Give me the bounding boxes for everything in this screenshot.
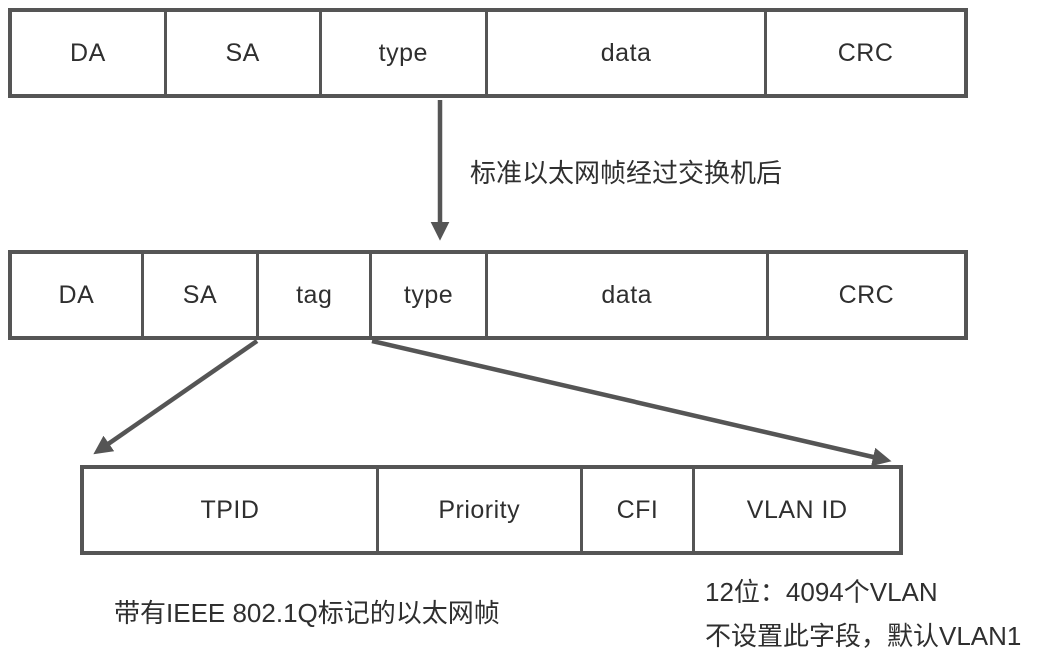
tag-field-cfi: CFI [583, 469, 696, 551]
frame1-field-crc: CRC [837, 38, 894, 67]
tag-field-priority: Priority [379, 469, 583, 551]
frame2-field-data: data [488, 254, 769, 336]
transition-label: 标准以太网帧经过交换机后 [470, 158, 783, 188]
tag-detail-box: TPID Priority CFI VLAN ID [80, 465, 903, 555]
frame2-field-crc: CRC [838, 280, 895, 309]
tagged-frame: DA SA tag type data CRC [8, 250, 968, 340]
tag-field-tpid: TPID [84, 469, 379, 551]
frame1-field-sa: SA [167, 12, 322, 94]
tagged-frame-caption: 带有IEEE 802.1Q标记的以太网帧 [114, 598, 500, 628]
standard-frame: DA SA type data CRC [8, 8, 968, 98]
tag-field-vlanid: VLAN ID [746, 495, 848, 524]
tag-expand-right-arrow [371, 338, 892, 467]
frame1-field-type: type [322, 12, 489, 94]
tag-expand-left-arrow [93, 339, 259, 455]
frame1-field-da: DA [12, 12, 167, 94]
vlan-note-line2: 不设置此字段，默认VLAN1 [705, 621, 1022, 651]
frame1-field-data: data [488, 12, 768, 94]
frame2-field-type: type [372, 254, 488, 336]
frame2-field-tag: tag [259, 254, 373, 336]
vlan-note-line1: 12位：4094个VLAN [705, 577, 938, 607]
frame2-field-da: DA [12, 254, 144, 336]
frame2-field-sa: SA [144, 254, 260, 336]
